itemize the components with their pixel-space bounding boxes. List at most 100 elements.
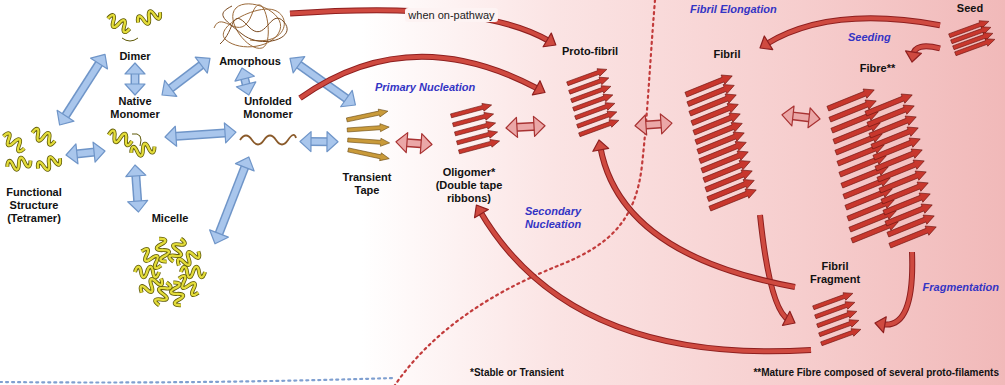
process-label: Fibril Elongation: [690, 2, 777, 16]
arrow-head: [125, 63, 145, 74]
arrow-outline: [480, 211, 811, 351]
beta-strand: [708, 185, 758, 213]
fibril-figure: [684, 71, 758, 213]
arrow-head: [875, 317, 886, 333]
reaction-arrow: [760, 18, 940, 49]
coil: [132, 134, 141, 146]
arrow-head: [532, 81, 545, 95]
arrow-head: [341, 90, 356, 106]
node-label: Fibril: [672, 48, 782, 61]
beta-strand: [347, 146, 390, 163]
native-monomer-figure: [107, 130, 155, 158]
helix: [176, 247, 202, 270]
oligomer-figure: [450, 101, 501, 156]
arrow-outline: [300, 57, 539, 98]
reaction-arrow: [396, 133, 432, 154]
fibre-figure: [826, 85, 938, 250]
node-label: Seed: [940, 2, 1000, 15]
seed-figure: [948, 18, 996, 58]
arrow-outline: [218, 164, 246, 236]
illustrated-node: Fibril: [672, 48, 782, 215]
node-label: Transient Tape: [338, 171, 396, 197]
arrow-head: [93, 142, 105, 162]
footnote: **Mature Fibre composed of several proto…: [753, 366, 999, 380]
arrow-head: [635, 115, 647, 135]
beta-strand: [347, 136, 389, 147]
arrow-head: [593, 140, 609, 151]
arrow-head: [125, 84, 145, 95]
arrow-head: [91, 54, 108, 69]
footnote: *Stable or Transient: [470, 366, 564, 380]
illustrated-node: Fibril Fragment: [795, 260, 875, 350]
arrow-head: [300, 132, 311, 152]
arrow-body: [480, 211, 811, 351]
node-label: Native Monomer: [105, 95, 165, 121]
arrow-head: [126, 165, 146, 177]
arrow-outline: [136, 173, 138, 205]
beta-strand: [458, 137, 501, 156]
arrow-head: [906, 51, 922, 62]
arrow-outline: [600, 147, 795, 287]
beta-strand: [888, 222, 938, 250]
dimer-figure: [106, 8, 162, 41]
arrow-body: [600, 147, 795, 287]
reaction-arrow: [635, 114, 672, 135]
amorphous-figure: [214, 4, 287, 49]
arrow-head: [760, 36, 773, 50]
arrow-body: [173, 133, 229, 137]
arrow-head: [165, 126, 177, 146]
process-label: Fragmentation: [923, 280, 999, 294]
illustrated-node: Native Monomer: [105, 95, 165, 165]
node-label: Fibre**: [820, 62, 935, 75]
node-label: Oligomer* (Double tape ribbons): [432, 166, 506, 205]
reaction-arrow: [126, 165, 148, 212]
reaction-arrow: [593, 140, 795, 287]
arrow-outline: [64, 61, 101, 119]
arrow-head: [235, 157, 254, 171]
process-label: Secondary Nucleation: [515, 205, 591, 231]
arrow-head: [128, 200, 148, 212]
reaction-arrow: [165, 123, 236, 146]
reaction-arrow: [300, 132, 338, 152]
reaction-arrow: [760, 215, 795, 325]
arrow-head: [543, 33, 556, 47]
transient-tape-figure: [346, 107, 390, 162]
coil: [122, 38, 138, 41]
arrow-head: [808, 108, 820, 128]
arrow-head: [506, 117, 518, 137]
phase-boundary: [0, 378, 395, 383]
reaction-arrow: [906, 46, 940, 62]
protofibril-figure: [566, 66, 620, 139]
arrow-body: [218, 164, 246, 236]
illustrated-node: Transient Tape: [338, 105, 396, 197]
arrow-body: [64, 61, 101, 119]
reaction-arrow: [66, 142, 105, 164]
reaction-arrow: [235, 68, 256, 95]
helix: [136, 8, 162, 28]
arrow-head: [396, 133, 408, 153]
arrow-head: [533, 116, 545, 136]
helix: [1, 132, 27, 153]
illustrated-node: Functional Structure (Tetramer): [2, 125, 66, 225]
node-label: Micelle: [125, 212, 215, 225]
illustrated-node: Proto-fibril: [545, 45, 635, 140]
illustrated-node: Dimer: [105, 5, 165, 63]
illustrated-node: Micelle: [125, 212, 215, 318]
helix: [30, 128, 56, 146]
arrow-outline: [168, 63, 204, 90]
reaction-arrow: [782, 106, 820, 128]
edge-label: when on-pathway: [405, 8, 497, 22]
helix: [107, 130, 133, 146]
reaction-arrow: [162, 57, 210, 96]
reaction-arrow: [210, 157, 254, 244]
node-label: Fibril Fragment: [795, 260, 875, 286]
node-label: Proto-fibril: [545, 45, 635, 58]
reaction-arrow: [875, 252, 912, 333]
arrow-body: [168, 63, 204, 90]
arrow-body: [300, 57, 539, 98]
arrow-outline: [173, 133, 229, 137]
reaction-arrow: [57, 54, 107, 125]
